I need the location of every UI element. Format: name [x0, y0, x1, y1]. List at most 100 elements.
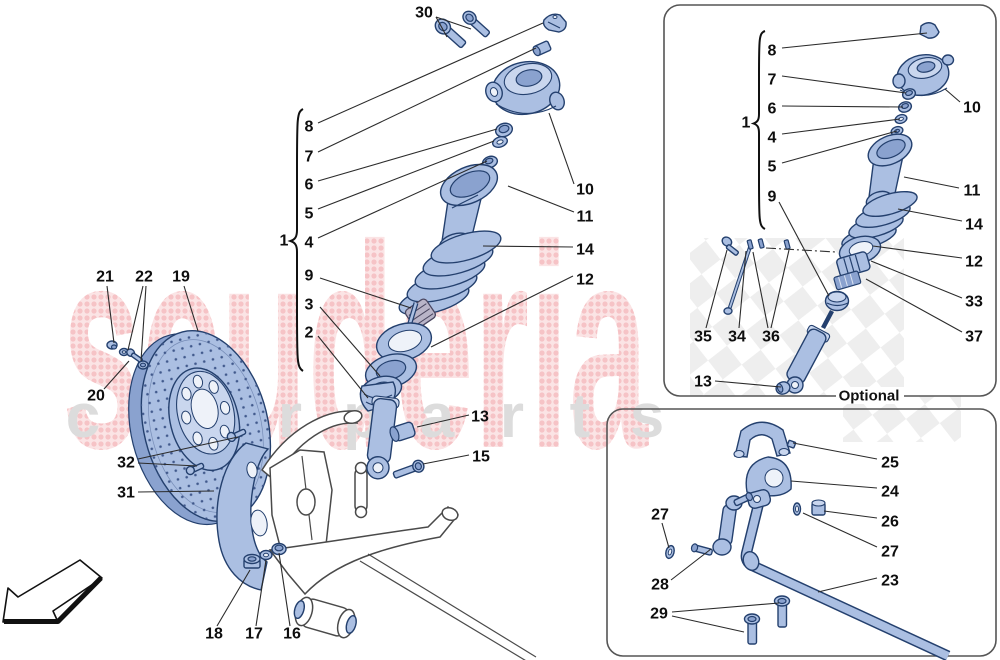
leader-line-15	[422, 454, 470, 465]
leader-line-24	[790, 480, 878, 489]
opt-bolt-35	[721, 236, 739, 256]
part-number-3: 3	[305, 297, 314, 314]
leader-line-27	[661, 522, 670, 549]
leader-line-11	[507, 185, 575, 213]
arb-bar-23	[740, 489, 951, 660]
opt-stack-parts	[890, 88, 917, 137]
part-number-25: 25	[881, 455, 899, 472]
opt-top-mount	[892, 54, 955, 97]
coil-spring	[398, 230, 502, 316]
spring-seat-upper	[375, 322, 433, 362]
opt-pins-36	[746, 238, 791, 250]
leader-line-14	[482, 245, 574, 248]
leader-line-30	[435, 16, 448, 38]
part-number-34: 34	[728, 329, 746, 346]
part-number-22: 22	[135, 269, 153, 286]
optional-variant-box	[663, 4, 997, 397]
leader-line-11	[903, 176, 960, 189]
arb-washer-27-right	[792, 502, 802, 516]
leader-line-36	[752, 251, 769, 329]
upper-clamp	[532, 13, 567, 57]
part-number-33: 33	[965, 294, 983, 311]
optional-label-text: Optional	[839, 388, 900, 405]
leader-line-9	[778, 201, 830, 297]
part-number-15: 15	[472, 449, 490, 466]
opt-damper-rod	[821, 309, 834, 330]
leader-line-4	[317, 160, 488, 239]
leader-line-14	[897, 208, 963, 222]
opt-tie-rod-34	[723, 246, 752, 315]
part-number-35: 35	[694, 329, 712, 346]
arb-bushing-24	[745, 456, 792, 497]
leader-line-30	[435, 16, 472, 30]
part-number-9: 9	[768, 189, 777, 206]
leader-line-26	[823, 510, 878, 519]
anti-roll-bar-box	[606, 408, 997, 657]
part-number-7: 7	[768, 72, 777, 89]
group-bracket-main	[287, 108, 304, 372]
leader-line-29	[671, 602, 780, 613]
part-number-14: 14	[965, 217, 983, 234]
part-number-26: 26	[881, 514, 899, 531]
part-number-6: 6	[305, 177, 314, 194]
part-number-8: 8	[768, 43, 777, 60]
part-number-13: 13	[694, 374, 712, 391]
leader-line-10	[944, 88, 961, 103]
part-number-9: 9	[305, 268, 314, 285]
leader-line-19	[183, 285, 199, 332]
part-number-27: 27	[651, 507, 669, 524]
leader-line-25	[792, 442, 878, 460]
leader-line-12	[430, 275, 574, 348]
leader-line-7	[317, 47, 537, 153]
leader-line-22	[127, 285, 144, 351]
leader-line-12	[872, 245, 963, 259]
opt-upper-clamp	[919, 22, 940, 39]
arb-clamp-25	[733, 421, 797, 459]
leader-line-28	[670, 548, 712, 581]
part-number-1: 1	[742, 115, 751, 132]
damper-body	[366, 395, 400, 480]
part-number-2: 2	[305, 325, 314, 342]
opt-dust-boot	[865, 133, 913, 210]
leader-line-23	[817, 577, 878, 593]
leader-line-32	[137, 436, 239, 460]
opt-bushing-13	[775, 381, 791, 395]
leader-line-36	[770, 249, 790, 329]
watermark-letter: c	[66, 382, 100, 451]
part-number-4: 4	[305, 235, 314, 252]
part-number-23: 23	[881, 573, 899, 590]
leader-line-31	[137, 490, 215, 493]
opt-adjuster-cylinder	[836, 251, 871, 278]
leader-line-33	[870, 260, 963, 299]
leader-line-5	[317, 140, 495, 210]
part-number-27: 27	[881, 544, 899, 561]
optional-shock-illustration	[721, 22, 955, 395]
leader-line-27	[802, 512, 878, 548]
arb-link-28	[690, 492, 754, 556]
part-number-31: 31	[117, 485, 135, 502]
leader-line-6	[781, 105, 904, 108]
part-number-16: 16	[283, 626, 301, 643]
opt-threaded-collar	[833, 270, 862, 291]
leader-line-32	[137, 462, 198, 467]
leader-line-7	[781, 75, 907, 94]
leader-line-8	[781, 32, 928, 49]
leader-line-9	[319, 277, 412, 309]
part-number-12: 12	[576, 272, 594, 289]
leader-line-5	[781, 130, 898, 164]
part-number-13: 13	[471, 409, 489, 426]
damper-bushing	[389, 421, 416, 442]
opt-spring-seat	[838, 235, 882, 265]
leader-line-10	[548, 112, 575, 185]
leader-line-17	[255, 559, 267, 627]
opt-damper-eye-hole	[791, 381, 799, 389]
part-number-12: 12	[965, 254, 983, 271]
part-number-6: 6	[768, 101, 777, 118]
part-number-21: 21	[96, 269, 114, 286]
leader-line-8	[317, 22, 544, 124]
leader-line-18	[216, 569, 251, 627]
disc-fixing-screws	[106, 340, 149, 370]
optional-box-label: Optional	[836, 387, 904, 405]
